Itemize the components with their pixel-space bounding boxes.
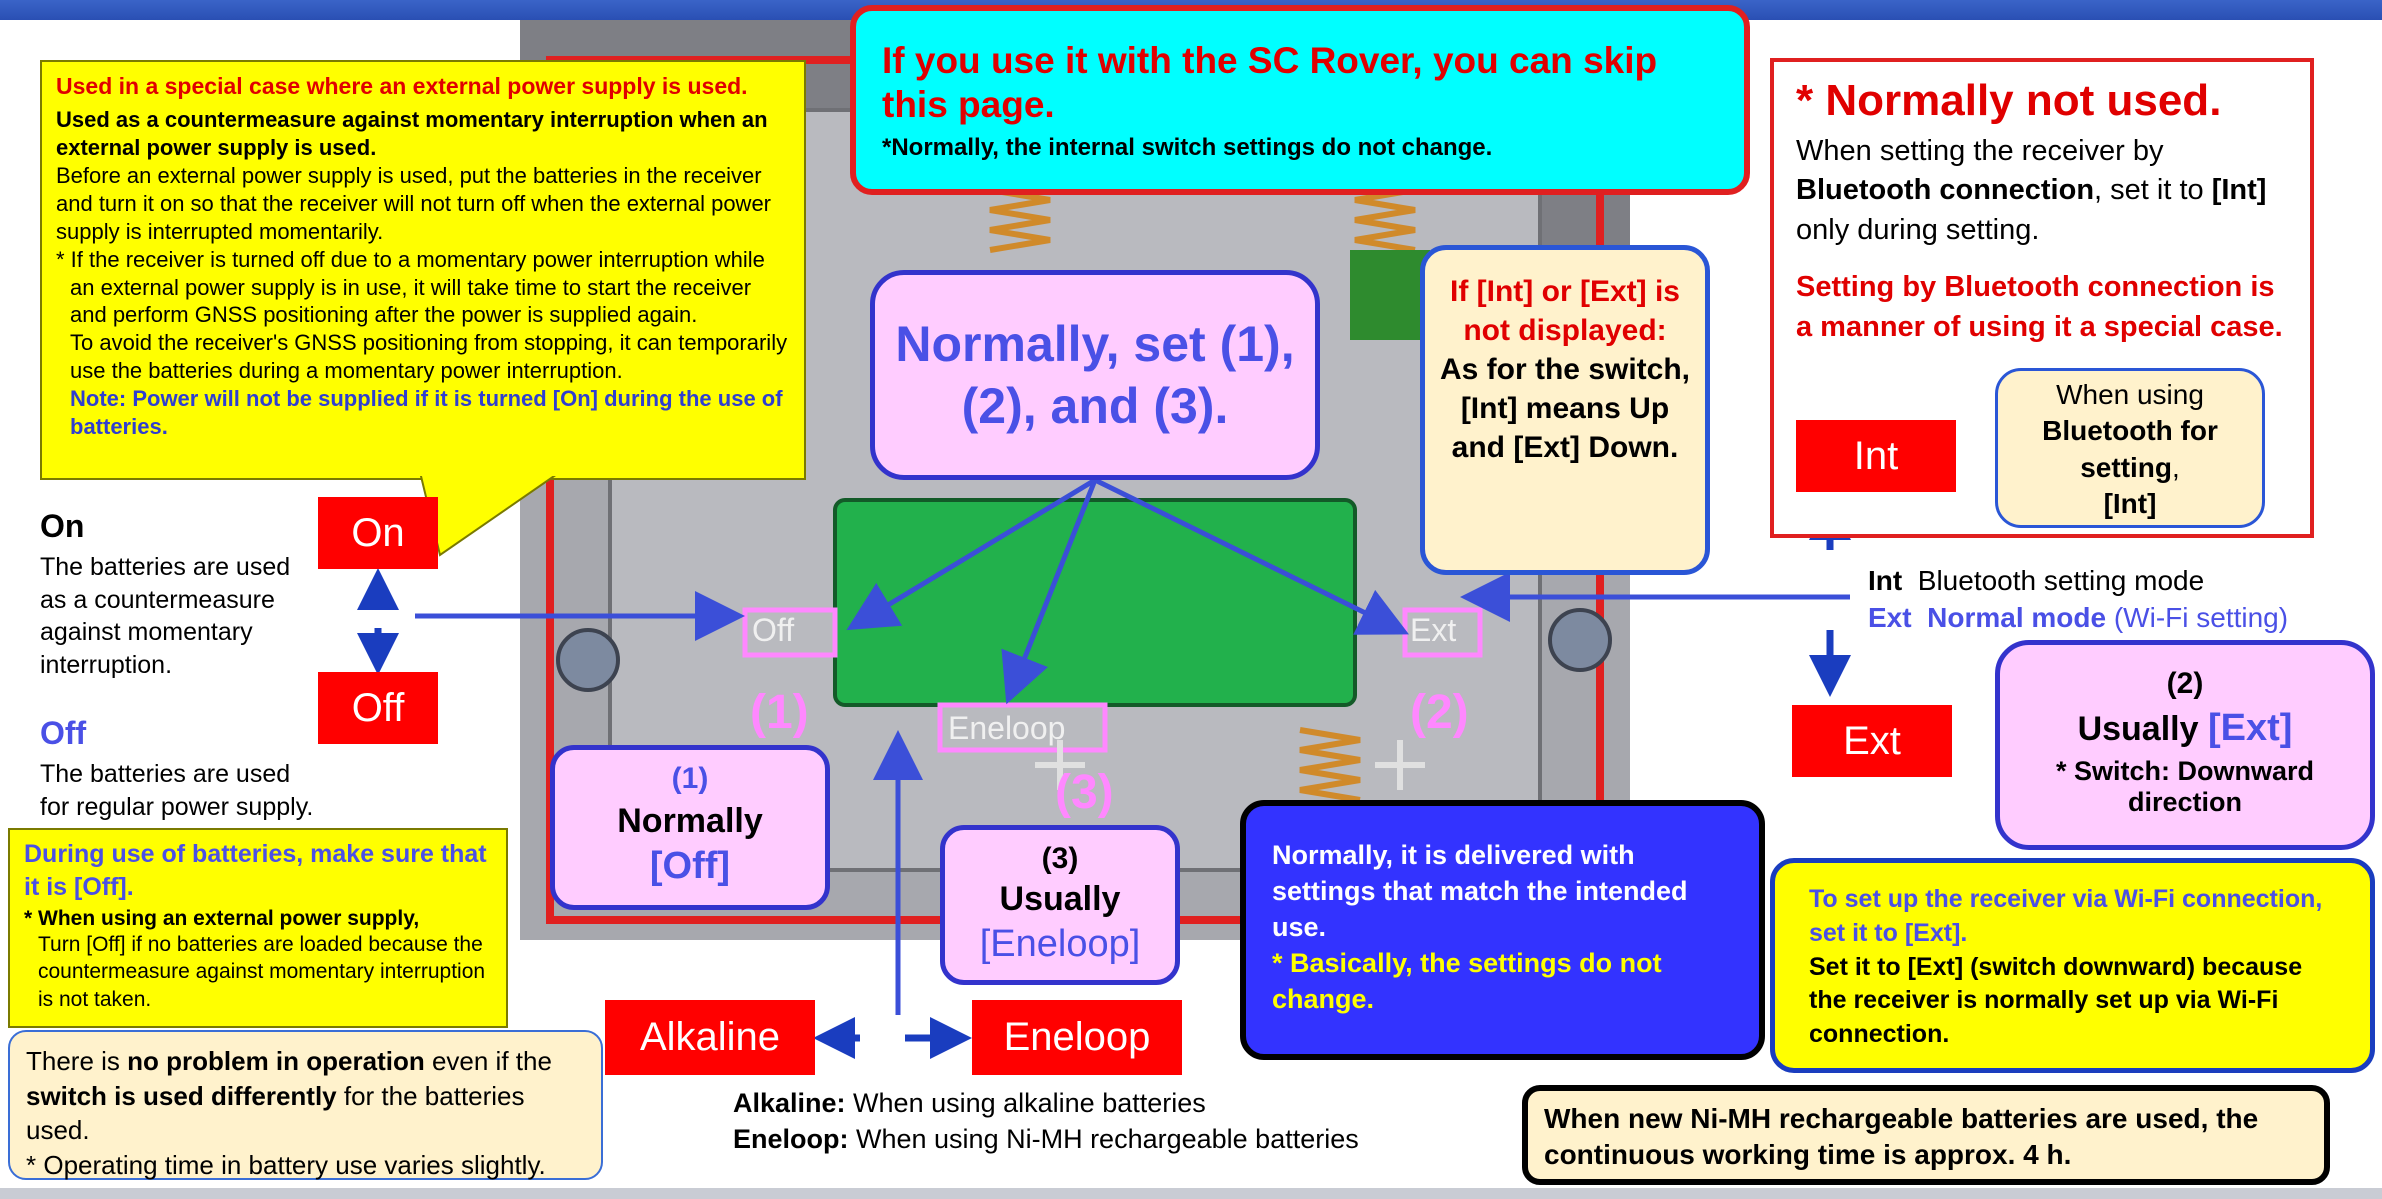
on-box: On — [318, 497, 438, 569]
ext-callout: (2) Usually [Ext] * Switch: Downward dir… — [1995, 640, 2375, 850]
footer-bar — [0, 1188, 2382, 1199]
bubble-line-d: [Int] — [2103, 488, 2157, 520]
external-power-note1: * If the receiver is turned off due to a… — [56, 246, 765, 328]
sc-rover-note: If you use it with the SC Rover, you can… — [850, 5, 1750, 195]
bubble-line-a: When using — [2056, 379, 2204, 410]
battery-off-note: During use of batteries, make sure that … — [8, 828, 508, 1028]
external-power-title: Used in a special case where an external… — [56, 73, 748, 99]
photo-off-label: Off — [752, 612, 795, 648]
photo-ext-label: Ext — [1410, 612, 1457, 648]
external-power-note2: To avoid the receiver's GNSS positioning… — [70, 330, 788, 384]
off-box: Off — [318, 672, 438, 744]
panel-description: When setting the receiver by Bluetooth c… — [1796, 135, 2267, 246]
mode-legend: Int Bluetooth setting mode Ext Normal mo… — [1868, 565, 2289, 633]
panel-red-text: Setting by Bluetooth connection is a man… — [1796, 271, 2283, 343]
working-time-note: When new Ni-MH rechargeable batteries ar… — [1522, 1085, 2330, 1185]
on-off-legend: On The batteries are used as a counterme… — [40, 508, 314, 821]
int-ext-callout: If [Int] or [Ext] is not displayed: As f… — [1420, 245, 1710, 575]
panel-title: * Normally not used. — [1796, 76, 2222, 125]
alkaline-box: Alkaline — [605, 1000, 815, 1075]
no-problem-note: There is no problem in operation even if… — [8, 1030, 603, 1180]
bluetooth-bubble: When using Bluetooth for setting, [Int] — [1995, 368, 2265, 528]
delivered-note: Normally, it is delivered with settings … — [1240, 800, 1765, 1060]
photo-marker-1: (1) — [750, 686, 809, 739]
external-power-note: Used in a special case where an external… — [40, 60, 806, 480]
bubble-line-b: Bluetooth for setting — [2042, 415, 2218, 483]
sc-rover-sub: *Normally, the internal switch settings … — [882, 133, 1493, 161]
photo-marker-2: (2) — [1410, 686, 1469, 739]
int-box: Int — [1796, 420, 1956, 492]
eneloop-callout: (3) Usually [Eneloop] — [940, 825, 1180, 985]
battery-legend: Alkaline: When using alkaline batteries … — [733, 1088, 1359, 1155]
sc-rover-title: If you use it with the SC Rover, you can… — [882, 40, 1658, 126]
off-callout: (1) Normally [Off] — [550, 745, 830, 910]
external-power-body: Before an external power supply is used,… — [56, 162, 771, 244]
external-power-note3: Note: Power will not be supplied if it i… — [70, 386, 783, 440]
eneloop-box: Eneloop — [972, 1000, 1182, 1075]
external-power-subtitle: Used as a countermeasure against momenta… — [56, 106, 768, 160]
photo-eneloop-label: Eneloop — [948, 710, 1066, 746]
wifi-note: To set up the receiver via Wi-Fi connect… — [1770, 858, 2375, 1073]
center-callout: Normally, set (1), (2), and (3). — [870, 270, 1320, 480]
ext-box: Ext — [1792, 705, 1952, 777]
photo-marker-3: (3) — [1055, 766, 1114, 819]
